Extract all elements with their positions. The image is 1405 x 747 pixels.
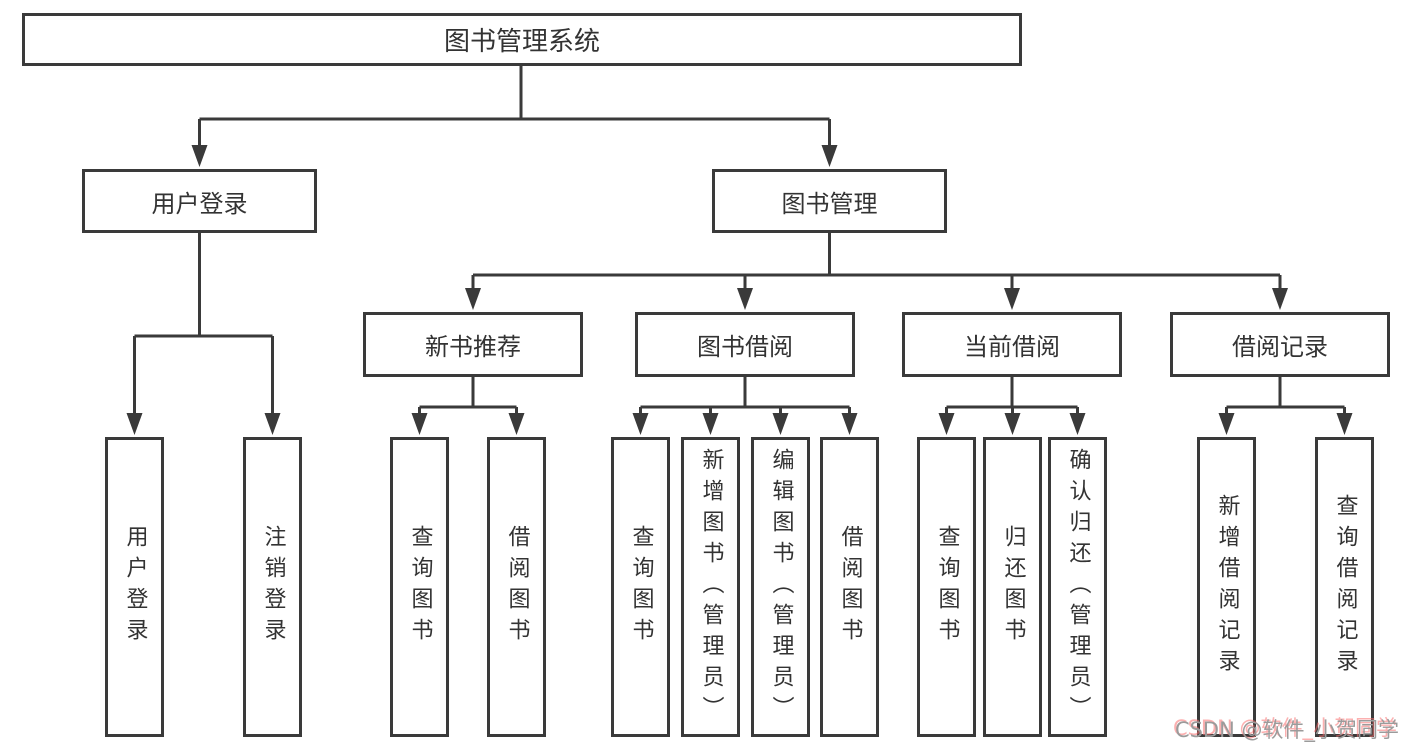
leaf-query-books-current: 查询图书 <box>917 437 976 737</box>
leaf-query-books-recommend-label: 查询图书 <box>407 525 433 649</box>
leaf-logout-login-label: 注销登录 <box>260 525 286 649</box>
leaf-confirm-return-admin: 确认归还（管理员） <box>1048 437 1107 737</box>
leaf-return-books: 归还图书 <box>983 437 1042 737</box>
leaf-add-books-admin: 新增图书（管理员） <box>681 437 740 737</box>
leaf-return-books-label: 归还图书 <box>1000 525 1026 649</box>
node-current-borrow: 当前借阅 <box>902 312 1122 377</box>
leaf-user-login-label: 用户登录 <box>122 525 148 649</box>
node-user-login: 用户登录 <box>82 169 317 233</box>
leaf-logout-login: 注销登录 <box>243 437 302 737</box>
leaf-query-books-current-label: 查询图书 <box>934 525 960 649</box>
leaf-query-books-borrow-label: 查询图书 <box>628 525 654 649</box>
leaf-add-borrow-record: 新增借阅记录 <box>1197 437 1256 737</box>
leaf-query-books-recommend: 查询图书 <box>390 437 449 737</box>
leaf-edit-books-admin-label: 编辑图书（管理员） <box>768 447 794 727</box>
leaf-edit-books-admin: 编辑图书（管理员） <box>751 437 810 737</box>
node-library-management-system: 图书管理系统 <box>22 13 1022 66</box>
leaf-borrow-books-recommend-label: 借阅图书 <box>504 525 530 649</box>
leaf-query-borrow-record-label: 查询借阅记录 <box>1332 494 1358 680</box>
node-book-management: 图书管理 <box>712 169 947 233</box>
node-borrow-records: 借阅记录 <box>1170 312 1390 377</box>
leaf-confirm-return-admin-label: 确认归还（管理员） <box>1065 447 1091 727</box>
node-book-borrow: 图书借阅 <box>635 312 855 377</box>
node-new-book-recommend: 新书推荐 <box>363 312 583 377</box>
leaf-add-books-admin-label: 新增图书（管理员） <box>698 447 724 727</box>
leaf-query-books-borrow: 查询图书 <box>611 437 670 737</box>
leaf-borrow-books-label: 借阅图书 <box>837 525 863 649</box>
leaf-add-borrow-record-label: 新增借阅记录 <box>1214 494 1240 680</box>
leaf-borrow-books-recommend: 借阅图书 <box>487 437 546 737</box>
leaf-user-login: 用户登录 <box>105 437 164 737</box>
leaf-borrow-books: 借阅图书 <box>820 437 879 737</box>
watermark: CSDN @软件_小贺同学 <box>1174 718 1399 742</box>
leaf-query-borrow-record: 查询借阅记录 <box>1315 437 1374 737</box>
